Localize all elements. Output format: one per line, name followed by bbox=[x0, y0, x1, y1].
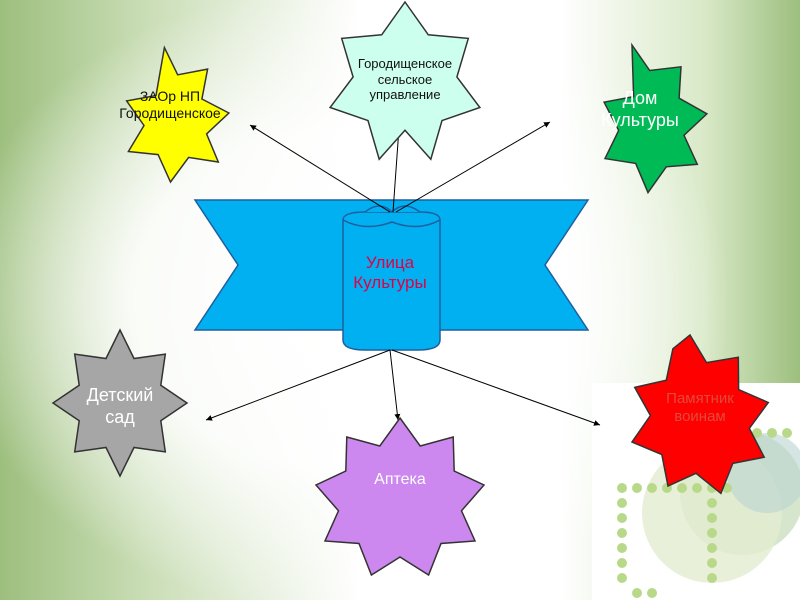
arrow-to-pamyatnik bbox=[391, 349, 601, 426]
star-gorodishenskoe bbox=[328, 0, 482, 161]
label-zaor: ЗАОр НП Городищенское bbox=[119, 88, 221, 121]
star-zaor bbox=[125, 45, 231, 184]
label-gorodishenskoe: Городищенское сельское управление bbox=[357, 56, 453, 103]
star-pamyatnik bbox=[630, 333, 770, 495]
center-scroll bbox=[342, 205, 441, 351]
star-apteka bbox=[314, 416, 486, 577]
label-dom-kultury: Дом Культуры bbox=[601, 88, 679, 130]
label-apteka: Аптека bbox=[374, 471, 426, 488]
star-dom-kultury bbox=[602, 42, 709, 195]
arrow-to-zaor bbox=[249, 124, 391, 213]
label-detsky-sad: Детский сад bbox=[86, 385, 154, 427]
label-pamyatnik: Памятник воинам bbox=[666, 390, 734, 425]
arrow-to-apteka bbox=[389, 349, 401, 421]
star-detsky-sad bbox=[51, 328, 189, 478]
label-ulitsa-kultury: Улица Культуры bbox=[353, 253, 427, 293]
arrow-to-dom-kultury bbox=[395, 121, 551, 213]
arrow-to-detsky-sad bbox=[205, 349, 391, 421]
